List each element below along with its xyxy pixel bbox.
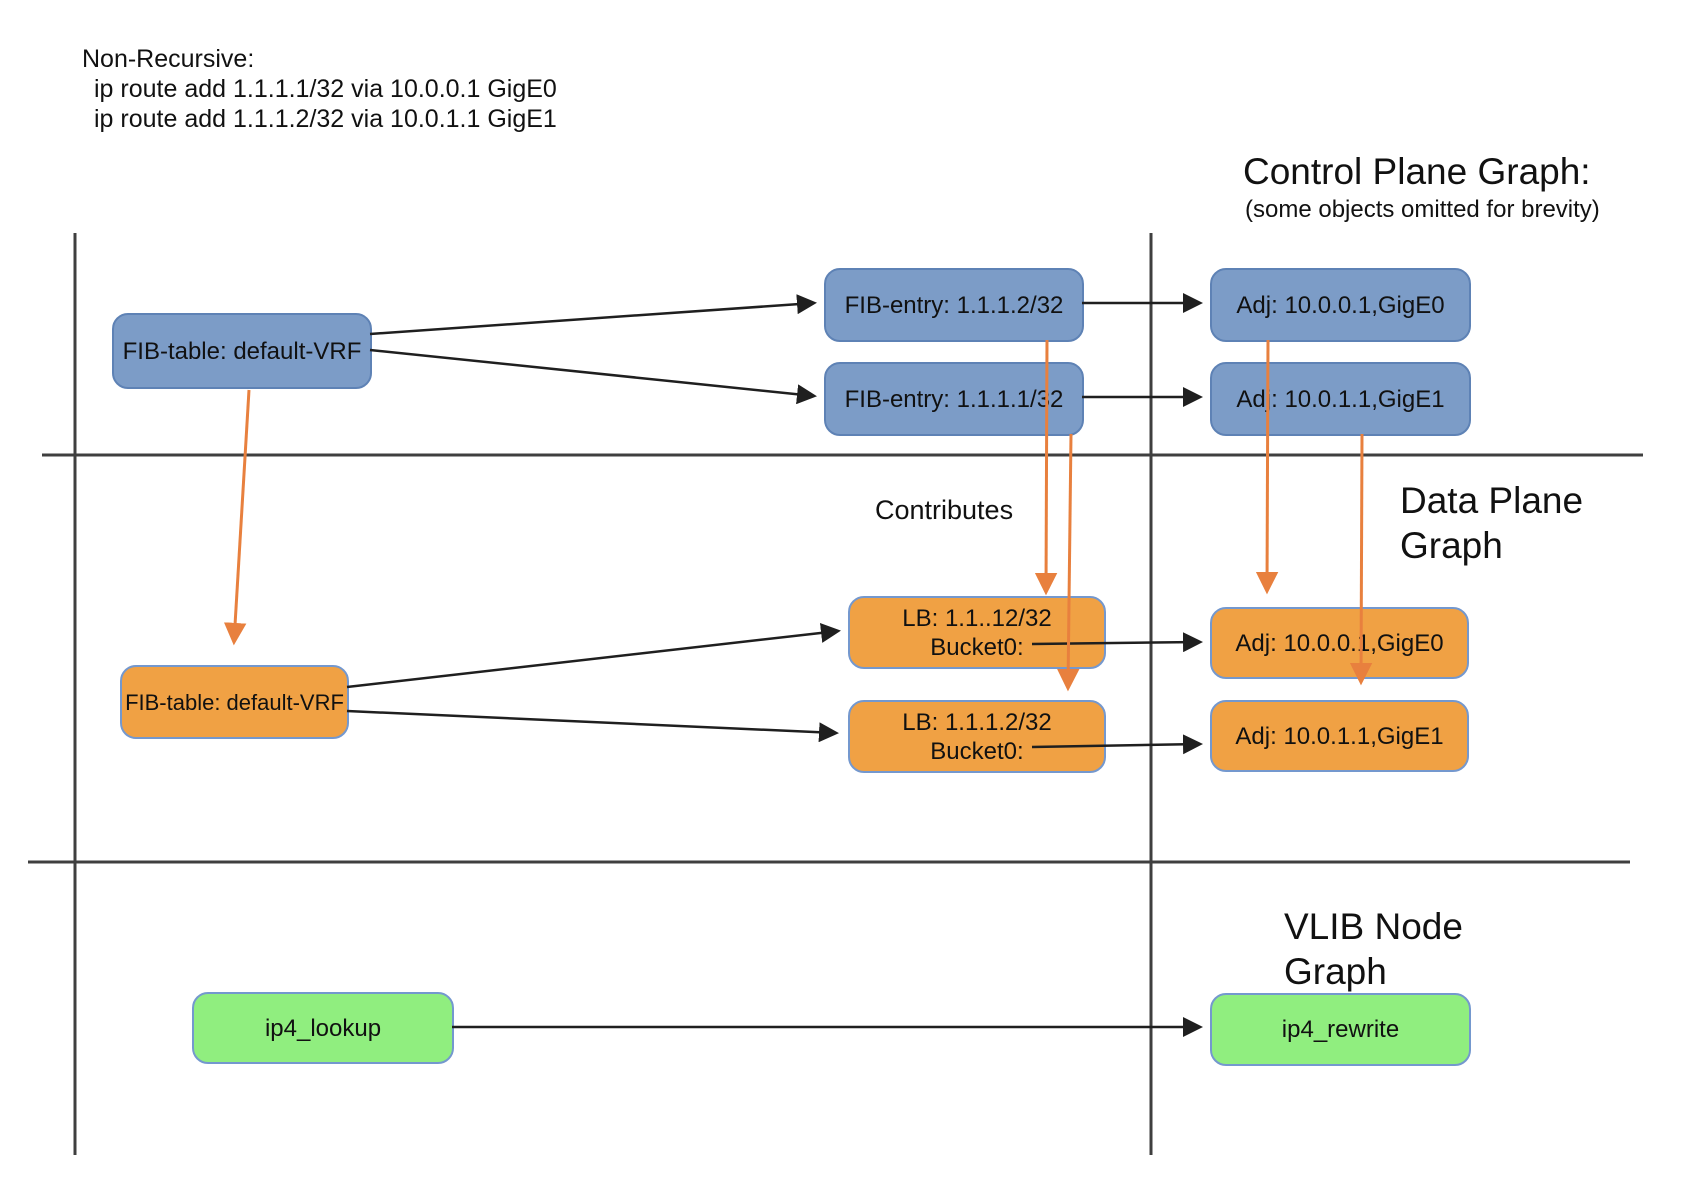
- route-command-2: ip route add 1.1.1.2/32 via 10.0.1.1 Gig…: [94, 105, 557, 133]
- node-label: Adj: 10.0.0.1,GigE0: [1235, 629, 1444, 657]
- edge-cpfib-to-dpfib: [223, 389, 251, 646]
- node-label: ip4_rewrite: [1281, 1016, 1400, 1043]
- node-cp-adj-gige1: Adj: 10.0.1.1,GigE1: [1210, 362, 1471, 436]
- node-ip4-rewrite: ip4_rewrite: [1210, 993, 1471, 1066]
- node-label-line2: Bucket0:: [930, 633, 1024, 661]
- node-label: ip4_lookup: [264, 1014, 382, 1042]
- node-label: FIB-table: default-VRF: [125, 689, 344, 715]
- node-dp-adj-gige0: Adj: 10.0.0.1,GigE0: [1210, 607, 1469, 679]
- node-cp-adj-gige0: Adj: 10.0.0.1,GigE0: [1210, 268, 1471, 342]
- orange-edges: [223, 339, 1373, 692]
- node-ip4-lookup: ip4_lookup: [192, 992, 454, 1064]
- node-label: FIB-entry: 1.1.1.2/32: [844, 291, 1064, 319]
- node-label: Adj: 10.0.0.1,GigE0: [1236, 291, 1445, 319]
- node-cp-fib-entry-1112: FIB-entry: 1.1.1.2/32: [824, 268, 1084, 342]
- header-note-title: Non-Recursive:: [82, 45, 255, 73]
- node-label-line1: LB: 1.1..12/32: [902, 604, 1052, 632]
- data-plane-title-line1: Data Plane: [1400, 480, 1584, 521]
- node-label-line1: LB: 1.1.1.2/32: [902, 708, 1052, 736]
- node-label: Adj: 10.0.1.1,GigE1: [1236, 385, 1445, 413]
- node-label-line2: Bucket0:: [930, 737, 1024, 765]
- vlib-title-line2: Graph: [1284, 951, 1387, 992]
- vlib-title: VLIB Node Graph: [1284, 904, 1463, 994]
- edge-dpfib-to-lb1: [346, 622, 841, 689]
- node-dp-adj-gige1: Adj: 10.0.1.1,GigE1: [1210, 700, 1469, 772]
- node-label: Adj: 10.0.1.1,GigE1: [1235, 722, 1444, 750]
- header-note: Non-Recursive: ip route add 1.1.1.1/32 v…: [82, 44, 557, 134]
- node-dp-fib-table: FIB-table: default-VRF: [120, 665, 349, 739]
- node-dp-lb-1: LB: 1.1..12/32 Bucket0:: [848, 596, 1106, 669]
- edge-cpfib-to-entry1111: [369, 348, 817, 405]
- data-plane-title-line2: Graph: [1400, 525, 1503, 566]
- control-plane-title: Control Plane Graph:: [1243, 151, 1591, 192]
- node-cp-fib-entry-1111: FIB-entry: 1.1.1.1/32: [824, 362, 1084, 436]
- node-label: FIB-table: default-VRF: [122, 337, 362, 365]
- edge-dpfib-to-lb2: [346, 709, 839, 743]
- contributes-label: Contributes: [875, 495, 1014, 525]
- edge-cpfib-to-entry1112: [369, 294, 817, 336]
- node-label: FIB-entry: 1.1.1.1/32: [844, 385, 1064, 413]
- route-command-1: ip route add 1.1.1.1/32 via 10.0.0.1 Gig…: [94, 75, 557, 103]
- data-plane-title: Data Plane Graph: [1400, 478, 1583, 568]
- control-plane-subtitle: (some objects omitted for brevity): [1245, 196, 1600, 223]
- node-dp-lb-2: LB: 1.1.1.2/32 Bucket0:: [848, 700, 1106, 773]
- vlib-title-line1: VLIB Node: [1284, 906, 1463, 947]
- node-cp-fib-table: FIB-table: default-VRF: [112, 313, 372, 389]
